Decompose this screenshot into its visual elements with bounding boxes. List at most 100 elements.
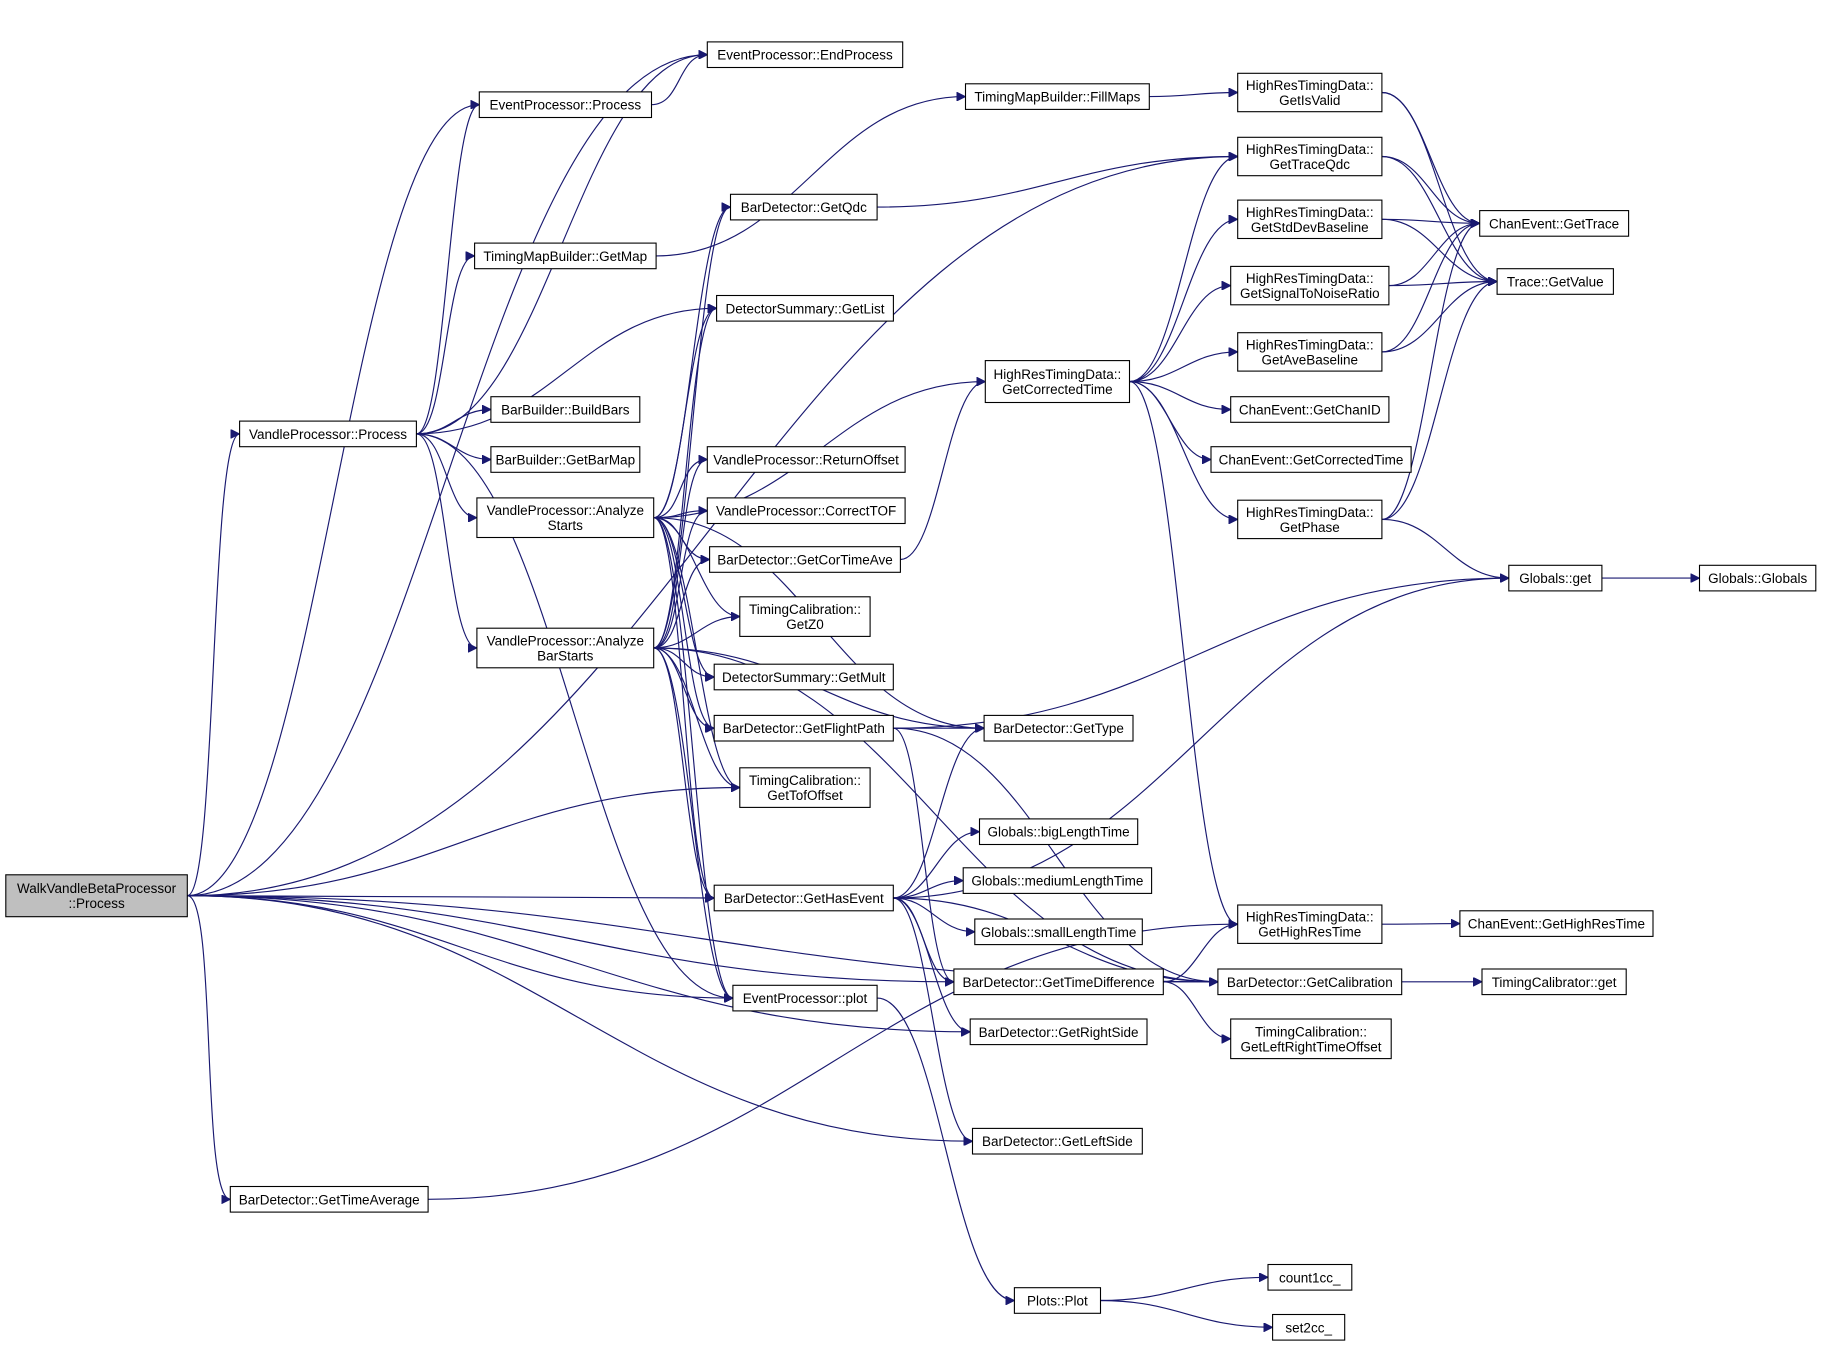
node-tmb_fill[interactable]: TimingMapBuilder::FillMaps [964,83,1150,110]
node-tc_z0[interactable]: TimingCalibration::GetZ0 [739,596,871,637]
node-label: GetCorrectedTime [1002,382,1113,397]
node-label: GetIsValid [1279,93,1340,108]
node-tmb_map[interactable]: TimingMapBuilder::GetMap [474,242,657,270]
node-box [964,83,1150,110]
edge-bd_fp-to-gl_get [893,578,1508,729]
node-bd_cal[interactable]: BarDetector::GetCalibration [1217,968,1403,996]
edge-root-to-ep_proc [187,105,479,897]
node-box [5,874,188,918]
node-bd_has[interactable]: BarDetector::GetHasEvent [713,884,894,912]
node-bd_td[interactable]: BarDetector::GetTimeDifference [953,968,1164,996]
edge-hr_phase-to-tr_val [1381,282,1497,520]
node-label: BarDetector::GetType [993,721,1124,736]
node-box [729,193,878,221]
node-hr_valid[interactable]: HighResTimingData::GetIsValid [1237,72,1383,113]
node-gl_glob[interactable]: Globals::Globals [1698,564,1817,592]
edge-bd_has-to-bd_type [893,728,985,899]
edge-vp_proc-to-vp_as [416,433,477,518]
edge-vp_abs-to-tc_z0 [653,617,740,649]
node-vp_ctof[interactable]: VandleProcessor::CorrectTOF [706,497,906,525]
node-label: WalkVandleBetaProcessor [17,881,177,896]
node-ds_list[interactable]: DetectorSummary::GetList [716,294,894,322]
node-label: ChanEvent::GetCorrectedTime [1219,453,1404,468]
node-hr_phase[interactable]: HighResTimingData::GetPhase [1237,499,1383,540]
node-ce_chan[interactable]: ChanEvent::GetChanID [1230,396,1390,423]
node-vp_proc[interactable]: VandleProcessor::Process [239,420,417,448]
node-gl_small[interactable]: Globals::smallLengthTime [974,918,1143,946]
node-hr_std[interactable]: HighResTimingData::GetStdDevBaseline [1237,199,1383,240]
node-hr_ave[interactable]: HighResTimingData::GetAveBaseline [1237,332,1383,372]
edge-vp_abs-to-bd_cta [653,560,710,649]
node-label: GetAveBaseline [1262,352,1359,367]
node-bd_tavg[interactable]: BarDetector::GetTimeAverage [229,1185,429,1213]
node-label: Starts [548,518,584,533]
node-label: Trace::GetValue [1507,275,1604,290]
node-set2cc[interactable]: set2cc_ [1272,1313,1346,1341]
node-label: GetPhase [1280,520,1340,535]
node-ep_proc[interactable]: EventProcessor::Process [478,91,653,119]
edge-hr_corr-to-hr_hrt [1129,381,1238,925]
node-box [1230,265,1390,306]
edge-hr_corr-to-hr_phase [1129,381,1238,520]
node-hr_hrt[interactable]: HighResTimingData::GetHighResTime [1237,904,1383,944]
node-box [1237,904,1383,944]
node-count1cc[interactable]: count1cc_ [1267,1263,1353,1291]
node-pl_plot[interactable]: Plots::Plot [1013,1287,1102,1314]
node-label: set2cc_ [1285,1320,1332,1335]
node-hr_corr[interactable]: HighResTimingData::GetCorrectedTime [984,360,1131,404]
edge-vp_abs-to-bd_has [653,647,715,898]
node-label: ChanEvent::GetChanID [1239,403,1381,418]
node-tc_lr[interactable]: TimingCalibration::GetLeftRightTimeOffse… [1230,1018,1392,1060]
node-box [1272,1313,1346,1341]
node-box [490,396,641,423]
node-box [969,1018,1148,1046]
node-label: DetectorSummary::GetMult [722,670,886,685]
node-bb_map[interactable]: BarBuilder::GetBarMap [490,446,641,473]
node-ce_corr[interactable]: ChanEvent::GetCorrectedTime [1210,446,1412,473]
node-hr_snr[interactable]: HighResTimingData::GetSignalToNoiseRatio [1230,265,1390,306]
edge-vp_abs-to-tc_tof [653,647,740,788]
node-box [1237,499,1383,540]
node-bd_left[interactable]: BarDetector::GetLeftSide [971,1127,1143,1155]
edge-bd_fp-to-bd_td [893,727,955,982]
node-gl_big[interactable]: Globals::bigLengthTime [978,818,1139,846]
node-bd_qdc[interactable]: BarDetector::GetQdc [729,193,878,221]
node-vp_ret[interactable]: VandleProcessor::ReturnOffset [706,446,906,473]
edge-vp_abs-to-ds_mult [653,647,714,677]
node-tc_tof[interactable]: TimingCalibration::GetTofOffset [739,767,871,808]
node-bd_type[interactable]: BarDetector::GetType [983,714,1134,742]
edge-root-to-vp_proc [187,434,240,897]
node-box [1508,564,1603,592]
edge-bd_has-to-bd_right [893,897,971,1032]
node-tr_val[interactable]: Trace::GetValue [1496,268,1614,295]
node-label: BarDetector::GetQdc [741,200,867,215]
edge-ep_proc-to-ep_end [651,55,707,106]
node-bb_build[interactable]: BarBuilder::BuildBars [490,396,641,423]
node-gl_get[interactable]: Globals::get [1508,564,1603,592]
node-label: TimingCalibration:: [1255,1024,1367,1039]
node-ep_plot[interactable]: EventProcessor::plot [732,984,878,1012]
node-ce_trace[interactable]: ChanEvent::GetTrace [1479,210,1630,237]
node-ds_mult[interactable]: DetectorSummary::GetMult [713,663,894,691]
node-hr_qdc[interactable]: HighResTimingData::GetTraceQdc [1237,136,1383,177]
node-label: EventProcessor::Process [490,98,642,113]
node-label: TimingMapBuilder::GetMap [483,249,647,264]
edge-root-to-bd_td [187,895,954,982]
node-label: EventProcessor::EndProcess [717,48,893,63]
node-label: TimingMapBuilder::FillMaps [974,90,1140,105]
node-bd_cta[interactable]: BarDetector::GetCorTimeAve [709,546,901,573]
node-ce_hrt[interactable]: ChanEvent::GetHighResTime [1459,910,1654,937]
node-tcal_get[interactable]: TimingCalibrator::get [1481,968,1627,996]
node-ep_end[interactable]: EventProcessor::EndProcess [706,41,904,69]
node-label: TimingCalibration:: [749,773,861,788]
node-bd_right[interactable]: BarDetector::GetRightSide [969,1018,1148,1046]
node-label: VandleProcessor::Analyze [487,503,644,518]
node-gl_med[interactable]: Globals::mediumLengthTime [962,867,1153,894]
node-bd_fp[interactable]: BarDetector::GetFlightPath [713,714,894,742]
edge-vp_abs-to-ds_list [653,308,717,649]
node-box [709,546,901,573]
edge-vp_proc-to-ep_proc [416,105,480,435]
node-label: BarDetector::GetFlightPath [723,721,885,736]
